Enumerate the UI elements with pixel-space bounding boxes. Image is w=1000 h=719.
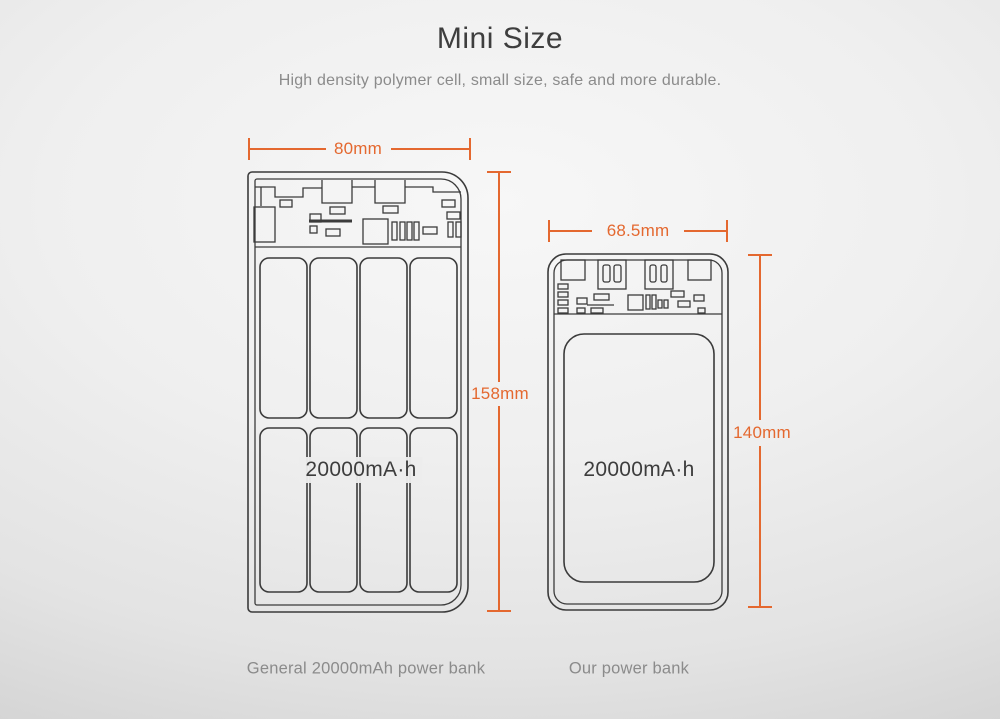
left-height-dimension-line: [487, 171, 511, 612]
left-pcb-components: [253, 199, 462, 245]
our-power-bank-drawing: [547, 253, 729, 611]
left-battery-cells: [259, 257, 458, 593]
left-device-caption: General 20000mAh power bank: [246, 659, 486, 678]
right-width-dimension-line: [548, 220, 728, 242]
usb-port-icon: [644, 259, 674, 290]
right-width-dimension-label: 68.5mm: [606, 221, 670, 240]
right-battery-cell: [563, 333, 715, 583]
usb-port-icon: [597, 259, 627, 290]
left-device-inner-outline: [254, 178, 462, 606]
right-pcb-components: [557, 283, 706, 314]
left-width-dimension-line: [248, 138, 471, 160]
right-device-inner-outline: [553, 259, 723, 605]
page-title: Mini Size: [436, 22, 564, 55]
left-capacity-label: 20000mA·h: [299, 457, 423, 483]
right-device-outer-outline: [547, 253, 729, 611]
left-width-dimension-label: 80mm: [333, 139, 383, 158]
page-subtitle: High density polymer cell, small size, s…: [278, 72, 722, 89]
general-power-bank-drawing: [247, 171, 469, 613]
left-pcb: [253, 180, 462, 248]
right-capacity-label: 20000mA·h: [583, 458, 695, 481]
left-device-outer-outline: [247, 171, 469, 613]
right-height-dimension-line: [748, 254, 772, 608]
right-pcb: [554, 259, 722, 315]
right-device-caption: Our power bank: [568, 659, 690, 678]
right-height-dimension-label: 140mm: [733, 423, 791, 442]
left-height-dimension-label: 158mm: [471, 384, 529, 403]
